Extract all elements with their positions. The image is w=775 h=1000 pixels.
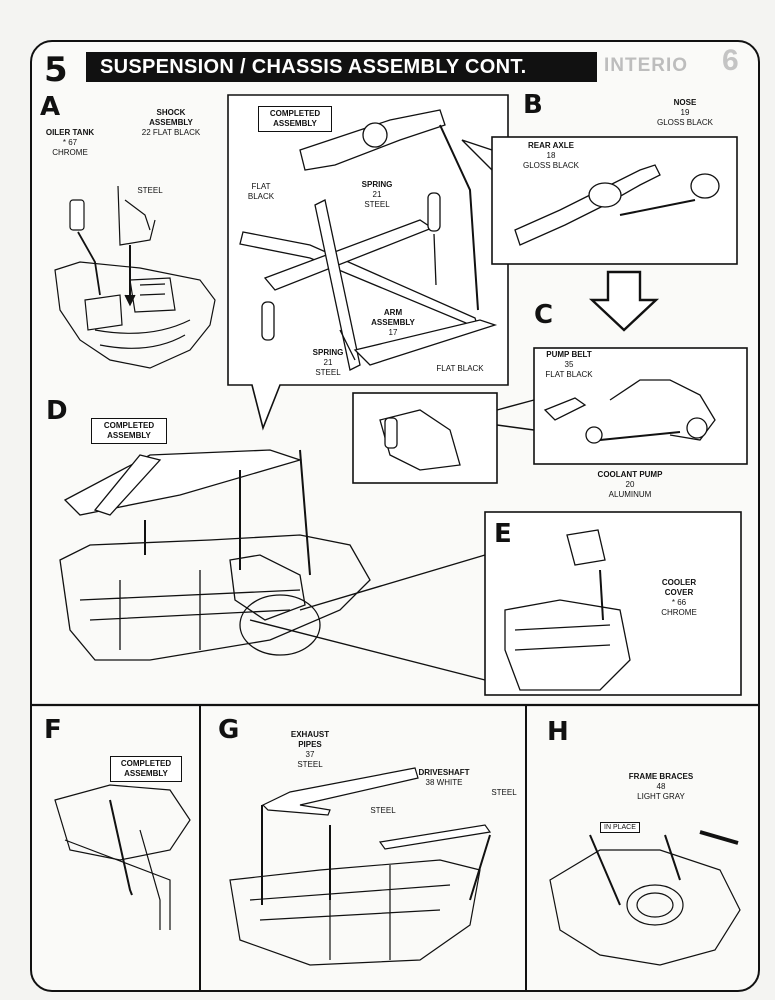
panel-a-chassis [54,185,216,369]
step-title: SUSPENSION / CHASSIS ASSEMBLY CONT. [86,52,597,82]
cooler-cover-frame [249,511,742,696]
panel-h-chassis [549,830,741,966]
steel-label-a: STEEL [137,186,163,195]
completed-assembly-label-d: COMPLETED ASSEMBLY [91,418,167,444]
panel-letter-c: C [534,300,554,330]
next-step-title-bleed: INTERIO [604,55,689,76]
flat-black-label-left: FLAT BLACK [247,182,275,201]
step-number: 5 [44,50,68,90]
in-place-label: IN PLACE [600,822,640,833]
panel-letter-b: B [523,90,543,120]
panel-letter-g: G [218,715,240,745]
steel-label-g1: STEEL [370,806,396,815]
panel-d-chassis [59,449,371,661]
completed-assembly-label-f: COMPLETED ASSEMBLY [110,756,182,782]
rear-axle [514,164,720,246]
panel-e-chassis [504,529,631,691]
completed-assembly-label-center: COMPLETED ASSEMBLY [258,106,332,132]
panel-letter-e: E [494,519,512,549]
next-step-number-bleed: 6 [722,44,739,77]
panel-letter-f: F [44,715,62,745]
panel-letter-h: H [547,717,569,747]
steel-label-g2: STEEL [491,788,517,797]
down-arrow [588,270,660,332]
coolant-pump-parts [379,379,716,471]
center-frame [239,109,498,371]
panel-dividers [32,703,758,990]
panel-letter-a: A [40,92,61,122]
panel-f-chassis [54,784,191,930]
flat-black-label-right: FLAT BLACK [436,364,484,373]
panel-letter-d: D [46,396,68,426]
panel-g-chassis [229,767,492,966]
